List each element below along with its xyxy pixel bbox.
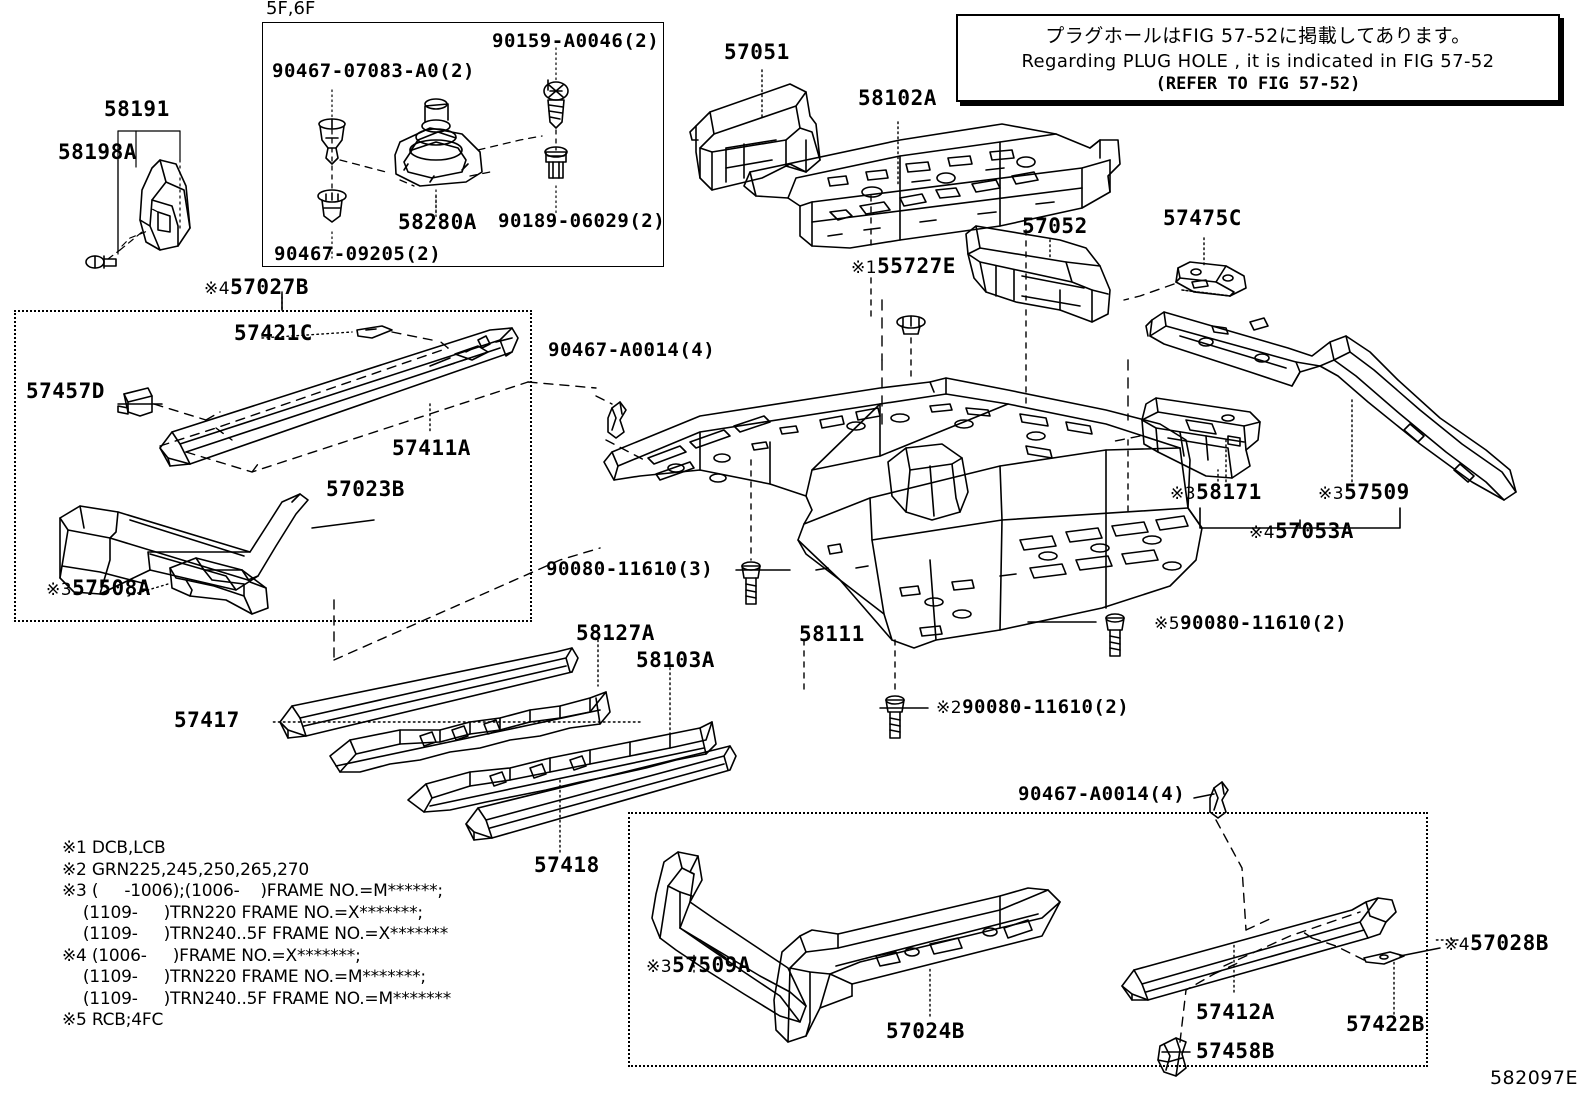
part-art-57417 <box>279 647 579 739</box>
plug-hole-note-box: プラグホールはFIG 57-52に掲載してあります。 Regarding PLU… <box>956 14 1560 102</box>
label-90467-09205[interactable]: 90467-09205(2) <box>274 243 442 265</box>
label-57412A[interactable]: 57412A <box>1196 1000 1275 1024</box>
plug-note-japanese: プラグホールはFIG 57-52に掲載してあります。 <box>1045 25 1471 47</box>
label-58191[interactable]: 58191 <box>104 97 170 121</box>
footnote-line-1: ※1 DCB,LCB <box>62 838 166 858</box>
label-57418[interactable]: 57418 <box>534 853 600 877</box>
mark-57027B: ※4 <box>204 279 231 299</box>
label-57475C[interactable]: 57475C <box>1163 206 1242 230</box>
mark-90080-11610-2: ※2 <box>936 698 963 718</box>
footnote-line-8: (1109- )TRN240..5F FRAME NO.=M******* <box>62 988 452 1009</box>
label-57052[interactable]: 57052 <box>1022 214 1088 238</box>
footnote-line-3: ※3 ( -1006);(1006- )FRAME NO.=M******; <box>62 881 443 901</box>
part-art-58103A <box>407 721 717 813</box>
label-90080-11610-2[interactable]: ※290080-11610(2) <box>936 696 1130 718</box>
mark-90080-11610-5: ※5 <box>1154 614 1181 634</box>
footnote-line-2: ※2 GRN225,245,250,265,270 <box>62 859 310 880</box>
label-57421C[interactable]: 57421C <box>234 321 313 345</box>
mark-57053A: ※4 <box>1249 523 1276 543</box>
part-art-58198A <box>85 255 117 269</box>
part-art-57475C <box>1175 261 1247 297</box>
label-58198A[interactable]: 58198A <box>58 140 137 164</box>
section-title-5f-6f: 5F,6F <box>266 0 316 19</box>
part-art-58171 <box>1141 397 1261 479</box>
label-57051[interactable]: 57051 <box>724 40 790 64</box>
label-57028B[interactable]: ※457028B <box>1444 931 1549 955</box>
plug-note-refer: (REFER TO FIG 57-52) <box>1155 74 1361 94</box>
label-55727E[interactable]: ※155727E <box>851 254 956 278</box>
label-57508A[interactable]: ※357508A <box>46 576 151 600</box>
inset-box-57027b <box>14 310 532 622</box>
label-57024B[interactable]: 57024B <box>886 1019 965 1043</box>
part-art-bolt-90080-11610-5 <box>1105 613 1125 657</box>
part-art-58111 <box>603 377 1203 649</box>
part-art-bolt-90080-11610-3 <box>741 561 761 605</box>
label-58103A[interactable]: 58103A <box>636 648 715 672</box>
part-art-90467-A0014-a <box>607 401 627 439</box>
footnote-line-4: (1109- )TRN220 FRAME NO.=X*******; <box>62 902 423 923</box>
inset-box-57028b <box>628 812 1428 1067</box>
label-90080-11610-3[interactable]: 90080-11610(3) <box>546 558 714 580</box>
mark-57508A: ※3 <box>46 580 73 600</box>
footnote-line-7: (1109- )TRN220 FRAME NO.=M*******; <box>62 967 426 987</box>
label-58111[interactable]: 58111 <box>799 622 865 646</box>
label-58171[interactable]: ※358171 <box>1170 480 1262 504</box>
label-57417[interactable]: 57417 <box>174 708 240 732</box>
label-90080-11610-5[interactable]: ※590080-11610(2) <box>1154 612 1348 634</box>
label-57457D[interactable]: 57457D <box>26 379 105 403</box>
footnote-line-5: (1109- )TRN240..5F FRAME NO.=X******* <box>62 924 449 944</box>
label-58280A[interactable]: 58280A <box>398 210 477 234</box>
label-57509[interactable]: ※357509 <box>1318 480 1410 504</box>
label-57458B[interactable]: 57458B <box>1196 1039 1275 1063</box>
mark-57509A: ※3 <box>646 957 673 977</box>
mark-55727E: ※1 <box>851 258 878 278</box>
part-art-58191 <box>139 159 191 251</box>
part-art-bolt-90080-11610-2 <box>885 695 905 739</box>
label-90467-07083-A0[interactable]: 90467-07083-A0(2) <box>272 60 475 82</box>
inset-box-5f-6f <box>262 22 664 267</box>
label-57023B[interactable]: 57023B <box>326 477 405 501</box>
part-art-57051 <box>689 83 821 191</box>
label-57053A[interactable]: ※457053A <box>1249 519 1354 543</box>
label-58127A[interactable]: 58127A <box>576 621 655 645</box>
part-art-57052 <box>965 225 1111 323</box>
diagram-id: 582097E <box>1489 1067 1578 1089</box>
label-90467-A0014-b[interactable]: 90467-A0014(4) <box>1018 783 1186 805</box>
footnote-line-6: ※4 (1006- )FRAME NO.=X*******; <box>62 945 361 966</box>
mark-58171: ※3 <box>1170 484 1197 504</box>
label-57422B[interactable]: 57422B <box>1346 1012 1425 1036</box>
label-57027B[interactable]: ※457027B <box>204 275 309 299</box>
part-art-55727E <box>896 315 926 335</box>
part-art-57509 <box>1145 311 1517 501</box>
label-58102A[interactable]: 58102A <box>858 86 937 110</box>
label-57411A[interactable]: 57411A <box>392 436 471 460</box>
mark-57028B: ※4 <box>1444 935 1471 955</box>
label-57509A[interactable]: ※357509A <box>646 953 751 977</box>
part-art-58127A <box>329 691 611 773</box>
label-90189-06029[interactable]: 90189-06029(2) <box>498 210 666 232</box>
label-90467-A0014-a[interactable]: 90467-A0014(4) <box>548 339 716 361</box>
footnotes-block: ※1 DCB,LCB ※2 GRN225,245,250,265,270 ※3 … <box>62 838 451 1032</box>
label-90159-A0046[interactable]: 90159-A0046(2) <box>492 30 660 52</box>
plug-note-english: Regarding PLUG HOLE , it is indicated in… <box>1021 51 1495 72</box>
footnote-line-9: ※5 RCB;4FC <box>62 1010 164 1030</box>
mark-57509: ※3 <box>1318 484 1345 504</box>
